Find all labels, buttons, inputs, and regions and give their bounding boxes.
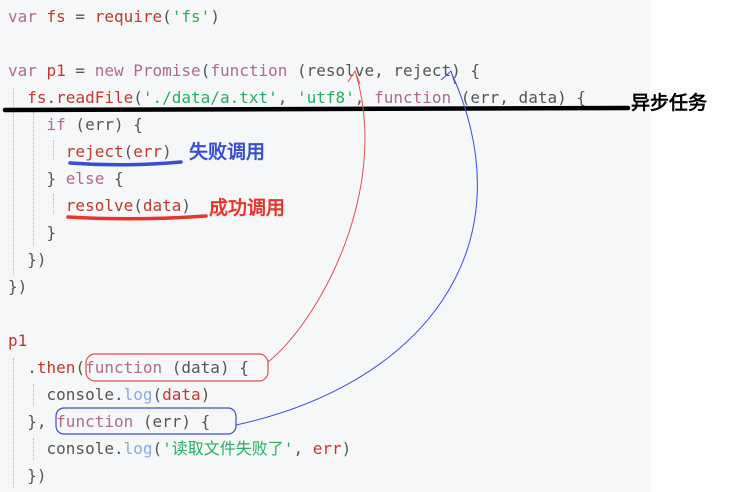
code-token: p1 [8, 331, 28, 350]
code-token: }, [8, 412, 57, 431]
code-token: = [65, 7, 95, 26]
code-token: console [46, 439, 114, 458]
code-token: require [94, 7, 163, 26]
code-token: ( [123, 142, 134, 161]
code-line: }, function (err) { [8, 408, 210, 435]
indent-guide [13, 358, 14, 488]
code-token [8, 88, 27, 107]
async-task-label: 异步任务 [631, 92, 708, 114]
code-token: }) [8, 277, 28, 296]
code-line: resolve(data) [8, 192, 191, 219]
code-token: function [85, 358, 163, 377]
code-token: './data/a.txt' [142, 88, 278, 107]
indent-guide [33, 384, 34, 406]
code-line: var p1 = new Promise(function (resolve, … [8, 57, 480, 84]
code-token: ( [133, 88, 143, 107]
code-token: , [277, 88, 297, 107]
code-token: then [36, 358, 76, 377]
code-line: console.log(data) [8, 381, 211, 408]
indent-guide [33, 112, 34, 246]
code-token: ) [162, 142, 172, 161]
code-token [8, 142, 66, 161]
code-token: resolve [65, 196, 134, 215]
code-line: fs.readFile('./data/a.txt', 'utf8', func… [8, 84, 586, 111]
indent-guide [13, 88, 14, 275]
code-token: (err) { [133, 412, 211, 431]
code-line: }) [8, 462, 47, 489]
code-token: , [293, 439, 313, 458]
code-line: }) [8, 246, 47, 273]
code-token: ) [181, 196, 192, 215]
fail-call-label: 失败调用 [189, 141, 266, 163]
code-line: } [8, 219, 57, 246]
code-token: (err, data) { [451, 88, 586, 107]
code-token: 'fs' [171, 7, 211, 26]
code-token: , [354, 88, 375, 107]
code-token: data [162, 385, 201, 404]
code-token: if [46, 115, 66, 134]
code-token: data [142, 196, 182, 215]
code-token: }) [8, 466, 47, 485]
code-token: function [210, 61, 288, 80]
code-line: reject(err) [8, 138, 172, 165]
code-token: ( [75, 358, 86, 377]
code-line: if (err) { [8, 111, 143, 138]
code-line: var fs = require('fs') [8, 3, 220, 30]
code-token: ( [200, 61, 211, 80]
code-token: function [56, 412, 134, 431]
code-token: var [8, 7, 47, 26]
indent-guide [33, 438, 34, 460]
indent-guide [53, 140, 54, 160]
code-token: (data) { [162, 358, 249, 377]
code-token: err [312, 439, 342, 458]
code-token: 'utf8' [297, 88, 355, 107]
indent-guide [53, 194, 54, 214]
code-token: '读取文件失败了' [162, 439, 294, 458]
code-token: readFile [56, 88, 134, 107]
code-token: = [65, 61, 95, 80]
code-token: (resolve, reject) { [287, 61, 481, 80]
code-token [8, 385, 47, 404]
code-token: { [104, 169, 124, 188]
code-token: new [94, 61, 134, 80]
code-line: }) [8, 273, 27, 300]
code-token: ( [152, 385, 163, 404]
code-token: ) [341, 439, 352, 458]
code-token: (err) { [65, 115, 143, 134]
code-token: fs [46, 7, 66, 26]
code-token [8, 196, 66, 215]
code-token: log [123, 385, 153, 404]
code-token: reject [65, 142, 124, 161]
code-token: function [374, 88, 452, 107]
code-token: err [133, 142, 163, 161]
code-token: } [8, 169, 66, 188]
code-editor: var fs = require('fs')var p1 = new Promi… [8, 3, 586, 489]
code-line: p1 [8, 327, 27, 354]
code-token: var [8, 61, 47, 80]
code-token: log [123, 439, 153, 458]
code-token: ) [200, 385, 211, 404]
code-token: ( [133, 196, 143, 215]
code-token: } [8, 223, 57, 242]
code-token: console [46, 385, 114, 404]
success-call-label: 成功调用 [209, 197, 286, 219]
code-token: p1 [46, 61, 66, 80]
code-token: ( [152, 439, 163, 458]
code-token [8, 115, 47, 134]
code-token: fs [27, 88, 47, 107]
code-token: }) [8, 250, 47, 269]
code-line: console.log('读取文件失败了', err) [8, 435, 352, 462]
code-token: . [113, 439, 124, 458]
code-token: Promise [133, 61, 201, 80]
code-token: ( [162, 7, 172, 26]
code-token: . [113, 385, 124, 404]
code-token: else [65, 169, 105, 188]
code-token: . [8, 358, 37, 377]
code-token: . [46, 88, 57, 107]
code-token [8, 439, 47, 458]
code-token: ) [210, 7, 220, 26]
code-line: } else { [8, 165, 124, 192]
code-line: .then(function (data) { [8, 354, 249, 381]
